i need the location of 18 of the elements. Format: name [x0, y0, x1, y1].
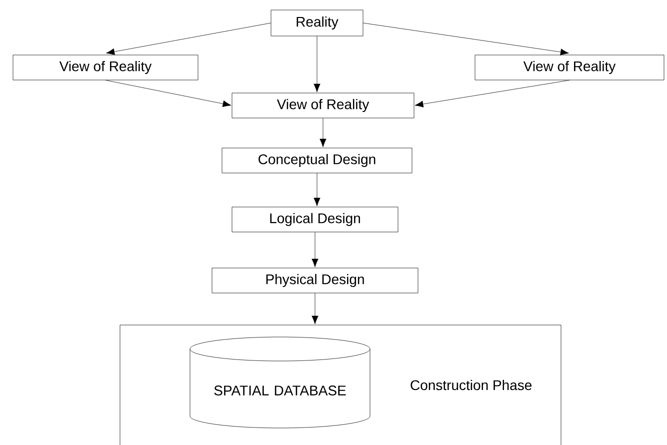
arrow: [106, 22, 271, 55]
process-box: View of Reality: [474, 54, 664, 80]
arrow: [312, 293, 318, 324]
process-box: Physical Design: [212, 268, 418, 294]
process-box: Logical Design: [232, 206, 398, 232]
arrow: [363, 22, 569, 56]
arrow: [414, 80, 570, 108]
process-box: View of Reality: [232, 92, 414, 118]
database-cylinder: SPATIAL DATABASE: [190, 336, 370, 428]
arrow: [320, 118, 326, 148]
arrow: [314, 36, 320, 92]
node-label: SPATIAL DATABASE: [214, 386, 346, 396]
arrow: [105, 80, 232, 108]
arrow: [314, 173, 320, 206]
process-box: Reality: [270, 10, 364, 36]
process-box: Conceptual Design: [222, 148, 412, 174]
arrow: [312, 232, 318, 268]
process-box: View of Reality: [12, 54, 198, 80]
